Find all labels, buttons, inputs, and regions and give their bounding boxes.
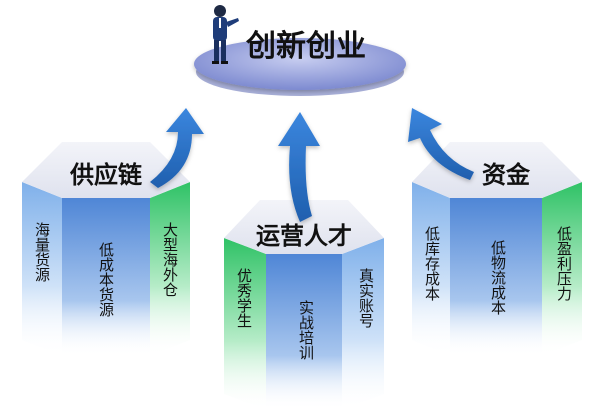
pillar-side-right: 真实账号 [357,267,375,329]
pillar-face-center [62,198,150,356]
pillar-face-right [342,238,384,410]
pillar-face-left [412,182,450,356]
platform-disc [194,38,406,90]
pillar-top [224,200,384,254]
curved-arrow-icon [278,112,320,222]
curved-arrow-icon [150,108,204,188]
center-title: 创新创业 [245,29,366,64]
curved-arrow-icon [408,108,474,180]
center-platform: 创新创业 [194,5,406,96]
pillar-side-right: 低盈利压力 [555,226,573,302]
pillar-talent: 运营人才 优秀学生 实战培训 真实账号 [224,200,384,410]
pillar-title: 运营人才 [256,222,352,250]
pillar-face-right [542,182,582,356]
pillar-side-left: 优秀学生 [235,268,253,328]
pillar-side-center: 实战培训 [297,300,315,360]
pillar-title: 供应链 [69,161,143,189]
pillar-face-left [22,182,62,356]
businessman-icon [212,5,239,64]
pillar-face-center [450,198,542,356]
pillar-side-center: 低物流成本 [489,240,507,315]
pillar-face-center [266,254,342,410]
pillar-side-right: 大型海外仓 [161,222,179,297]
pillar-side-left: 海量货源 [33,222,51,282]
pillar-face-left [224,238,266,410]
pillar-supply-chain: 供应链 海量货源 低成本货源 大型海外仓 [22,142,190,356]
pillar-capital: 资金 低库存成本 低物流成本 低盈利压力 [412,142,582,356]
pillar-title: 资金 [482,161,531,189]
pillar-top [412,142,582,198]
pillar-side-center: 低成本货源 [97,242,115,317]
pillar-top [22,142,190,198]
pillar-side-left: 低库存成本 [423,226,441,301]
pillar-face-right [150,182,190,356]
